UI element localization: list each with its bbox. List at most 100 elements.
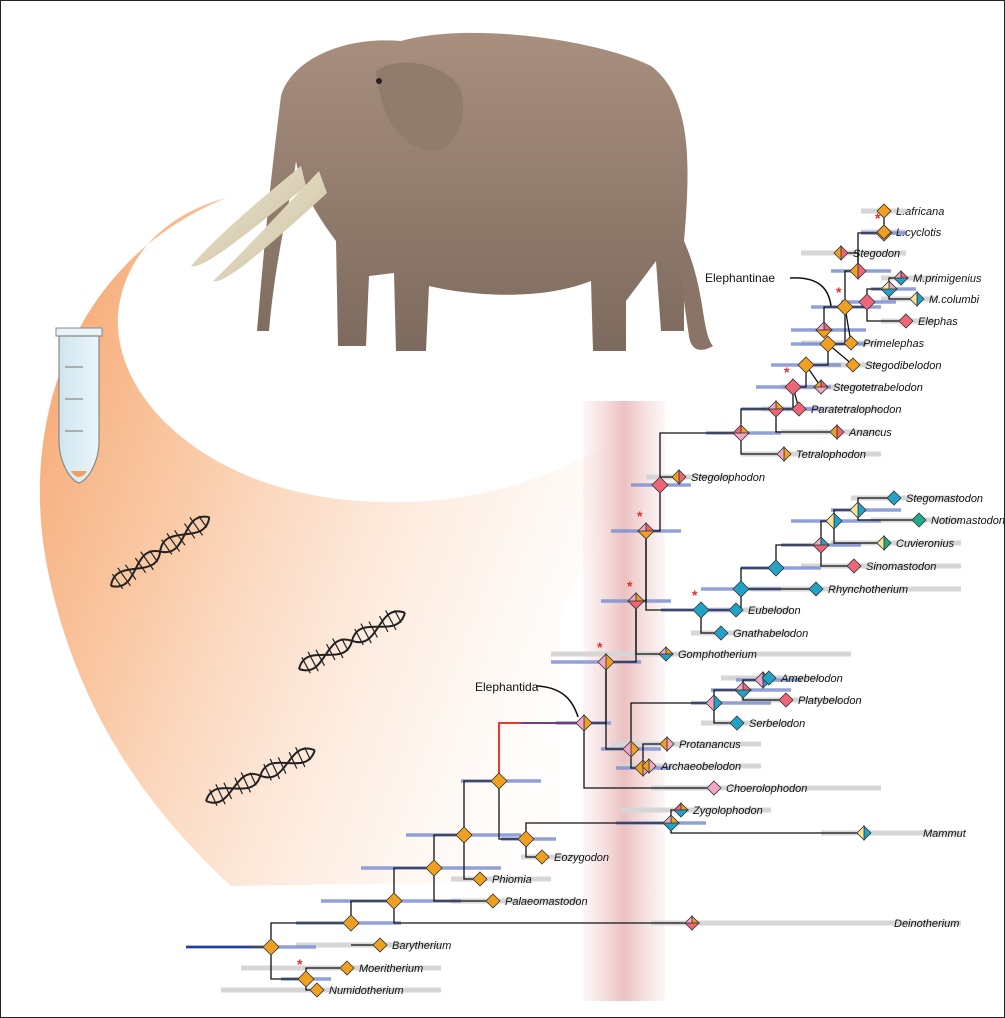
taxon-label-l-africana: L.africana (896, 206, 944, 218)
state-segment (685, 916, 692, 923)
state-segment (681, 803, 688, 810)
state-segment (792, 402, 806, 416)
state-segment (816, 330, 832, 338)
tip-marker (730, 716, 744, 730)
taxon-label-barytherium: Barytherium (392, 940, 451, 952)
tip-marker (707, 781, 721, 795)
state-segment (663, 823, 679, 831)
taxon-label-eubelodon: Eubelodon (748, 605, 801, 617)
state-segment (373, 938, 387, 952)
state-segment (887, 491, 901, 505)
state-segment (340, 961, 354, 975)
support-asterisk: * (784, 364, 790, 380)
state-segment (486, 894, 500, 908)
tip-marker (834, 246, 848, 260)
state-segment (910, 292, 917, 306)
state-segment (714, 695, 722, 711)
state-segment (692, 916, 699, 923)
node-marker (785, 379, 801, 395)
taxon-label-paratetralophodon: Paratetralophodon (811, 404, 902, 416)
node-marker (735, 682, 751, 698)
state-segment (755, 672, 763, 688)
tip-marker (792, 402, 806, 416)
state-segment (779, 693, 793, 707)
taxon-label-notiomastodon: Notiomastodon (931, 515, 1005, 527)
taxon-label-numidotherium: Numidotherium (329, 985, 404, 997)
state-segment (733, 433, 749, 441)
state-segment (884, 536, 891, 550)
support-asterisk: * (836, 284, 842, 300)
taxon-label-cuvieronius: Cuvieronius (896, 538, 955, 550)
tip-marker (912, 513, 926, 527)
tip-marker (877, 536, 891, 550)
tip-marker (779, 693, 793, 707)
state-segment (847, 559, 861, 573)
state-segment (834, 513, 842, 529)
node-marker (663, 815, 679, 831)
state-segment (877, 225, 891, 239)
node-marker (706, 695, 722, 711)
state-segment (881, 281, 889, 289)
state-segment (706, 695, 714, 711)
node-marker (768, 401, 784, 417)
tip-marker (310, 983, 324, 997)
state-segment (894, 278, 908, 285)
state-segment (837, 425, 844, 439)
tree-branch (741, 409, 776, 433)
state-segment (798, 357, 814, 373)
state-segment (343, 915, 359, 931)
taxon-label-stegodibelodon: Stegodibelodon (865, 360, 941, 372)
state-segment (733, 581, 749, 597)
state-segment (576, 715, 584, 731)
node-marker (263, 939, 279, 955)
node-marker (733, 581, 749, 597)
node-marker (768, 560, 784, 576)
state-segment (813, 537, 821, 545)
state-segment (768, 560, 784, 576)
elephant-illustration (191, 33, 713, 351)
state-segment (850, 502, 858, 518)
taxon-label-archaeobelodon: Archaeobelodon (660, 761, 741, 773)
state-segment (785, 379, 801, 395)
state-segment (813, 545, 829, 553)
state-segment (824, 322, 832, 330)
state-segment (858, 263, 866, 279)
state-segment (821, 380, 828, 387)
tip-marker (340, 961, 354, 975)
taxon-label-zygolophodon: Zygolophodon (692, 805, 763, 817)
taxon-label-phiomia: Phiomia (492, 874, 532, 886)
node-marker (733, 425, 749, 441)
support-asterisk: * (692, 587, 698, 603)
state-segment (816, 322, 824, 330)
state-segment (730, 716, 744, 730)
state-segment (912, 513, 926, 527)
taxon-label-elephas: Elephas (918, 316, 958, 328)
tip-marker (899, 314, 913, 328)
state-segment (917, 292, 924, 306)
support-asterisk: * (637, 508, 643, 524)
state-segment (889, 281, 897, 289)
state-segment (768, 401, 776, 409)
state-segment (814, 387, 828, 394)
tree-branch (867, 302, 906, 321)
state-segment (674, 803, 681, 810)
support-asterisk: * (297, 956, 303, 972)
taxon-label-l-cyclotis: L.cyclotis (896, 227, 942, 239)
tree-branch (741, 433, 784, 454)
taxon-label-m-columbi: M.columbi (929, 294, 980, 306)
taxon-label-deinotherium: Deinotherium (894, 918, 959, 930)
state-segment (735, 682, 743, 690)
node-marker (816, 322, 832, 338)
state-segment (881, 289, 897, 297)
tip-marker (894, 271, 908, 285)
node-marker (693, 602, 709, 618)
state-segment (671, 815, 679, 823)
state-segment (672, 470, 679, 484)
state-segment (899, 314, 913, 328)
taxon-label-eozygodon: Eozygodon (554, 852, 609, 864)
elephantinae-callout: Elephantinae (705, 271, 831, 306)
support-asterisk: * (597, 639, 603, 655)
state-segment (714, 626, 728, 640)
